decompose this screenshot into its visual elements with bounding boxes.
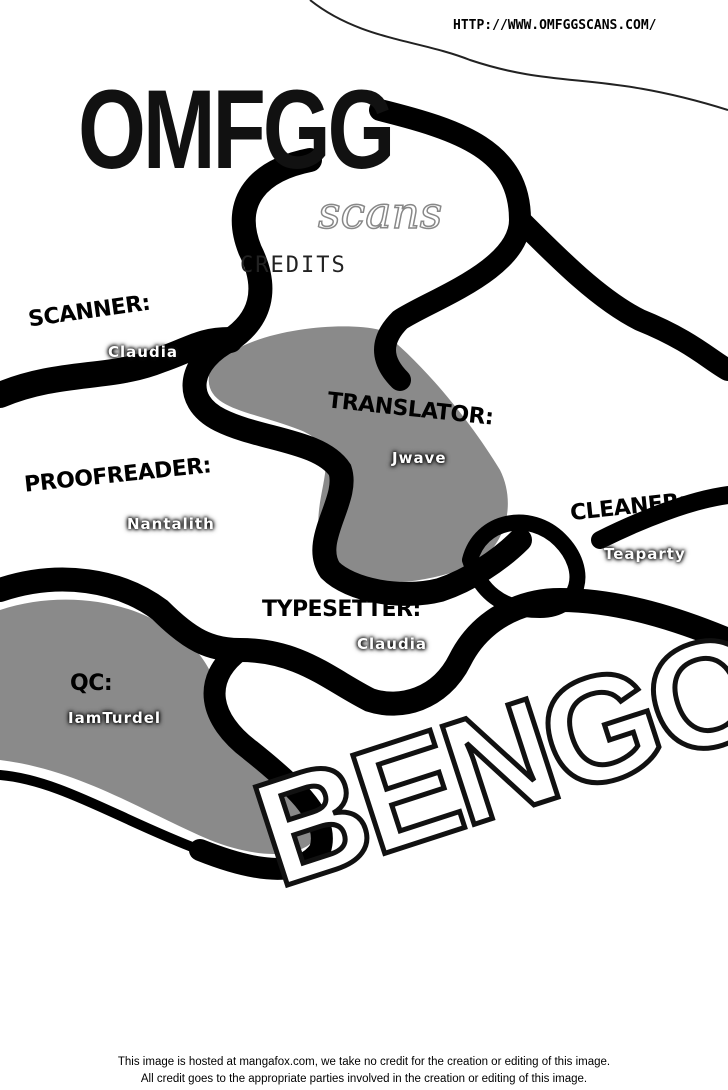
credits-heading: CREDITS (240, 253, 347, 278)
footer-line-2: All credit goes to the appropriate parti… (140, 1073, 588, 1085)
site-url[interactable]: HTTP://WWW.OMFGGSCANS.COM/ (453, 18, 657, 33)
gray-region-left (0, 599, 320, 854)
name-scanner: Claudia (108, 343, 178, 361)
name-qc: IamTurdel (68, 709, 162, 727)
role-typesetter: TYPESETTER: (262, 597, 421, 622)
omfgg-logo: OMFGG (78, 67, 396, 192)
scans-logo-text: scans (317, 188, 443, 239)
gray-region-center (208, 326, 508, 583)
footer-line-1: This image is hosted at mangafox.com, we… (117, 1056, 611, 1068)
name-typesetter: Claudia (357, 635, 427, 653)
thin-curve-top (309, 0, 728, 111)
role-qc: QC: (70, 671, 113, 696)
name-cleaner: Teaparty (604, 545, 686, 563)
name-proofreader: Nantalith (127, 515, 215, 533)
black-paths (0, 99, 728, 880)
name-translator: Jwave (392, 449, 447, 467)
